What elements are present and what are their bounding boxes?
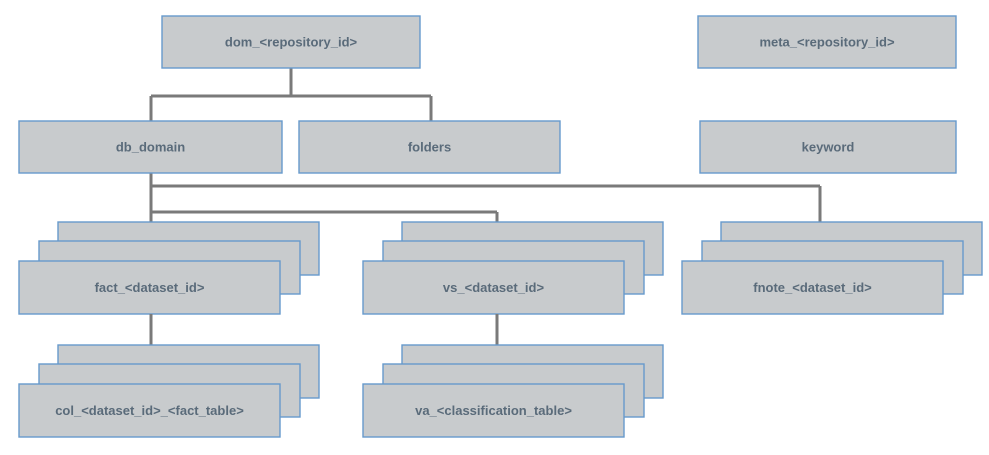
node-layer: dom_<repository_id> meta_<repository_id>…	[18, 15, 983, 315]
node-vs-dataset[interactable]: vs_<dataset_id>	[362, 221, 664, 315]
node-folders-label: folders	[408, 139, 451, 154]
node-keyword[interactable]: keyword	[699, 120, 957, 174]
node-meta-repository[interactable]: meta_<repository_id>	[697, 15, 957, 69]
node-dom-repository-box[interactable]	[161, 15, 421, 69]
node-va-classification-table-label: va_<classification_table>	[415, 403, 572, 418]
node-col-dataset-fact-table-card-3[interactable]	[18, 383, 281, 438]
node-vs-dataset-label: vs_<dataset_id>	[443, 280, 545, 295]
node-dom-repository-label: dom_<repository_id>	[225, 34, 358, 49]
node-db-domain-box[interactable]	[18, 120, 283, 174]
node-fact-dataset-card-3[interactable]	[18, 260, 281, 315]
node-meta-repository-box[interactable]	[697, 15, 957, 69]
node-fnote-dataset[interactable]: fnote_<dataset_id>	[681, 221, 983, 315]
node-meta-repository-label: meta_<repository_id>	[759, 34, 895, 49]
node-fact-dataset-label: fact_<dataset_id>	[95, 280, 205, 295]
node-db-domain-label: db_domain	[116, 139, 185, 154]
node-keyword-label: keyword	[802, 139, 855, 154]
node-dom-repository[interactable]: dom_<repository_id>	[161, 15, 421, 69]
node-va-classification-table-card-3[interactable]	[362, 383, 625, 438]
node-db-domain[interactable]: db_domain	[18, 120, 283, 174]
node-fnote-dataset-card-3[interactable]	[681, 260, 944, 315]
node-col-dataset-fact-table-label: col_<dataset_id>_<fact_table>	[55, 403, 244, 418]
node-layer-lower: col_<dataset_id>_<fact_table> va_<classi…	[18, 344, 664, 438]
node-keyword-box[interactable]	[699, 120, 957, 174]
node-col-dataset-fact-table[interactable]: col_<dataset_id>_<fact_table>	[18, 344, 320, 438]
node-folders-box[interactable]	[298, 120, 561, 174]
node-fact-dataset[interactable]: fact_<dataset_id>	[18, 221, 320, 315]
node-folders[interactable]: folders	[298, 120, 561, 174]
node-vs-dataset-card-3[interactable]	[362, 260, 625, 315]
node-va-classification-table[interactable]: va_<classification_table>	[362, 344, 664, 438]
node-fnote-dataset-label: fnote_<dataset_id>	[753, 280, 872, 295]
